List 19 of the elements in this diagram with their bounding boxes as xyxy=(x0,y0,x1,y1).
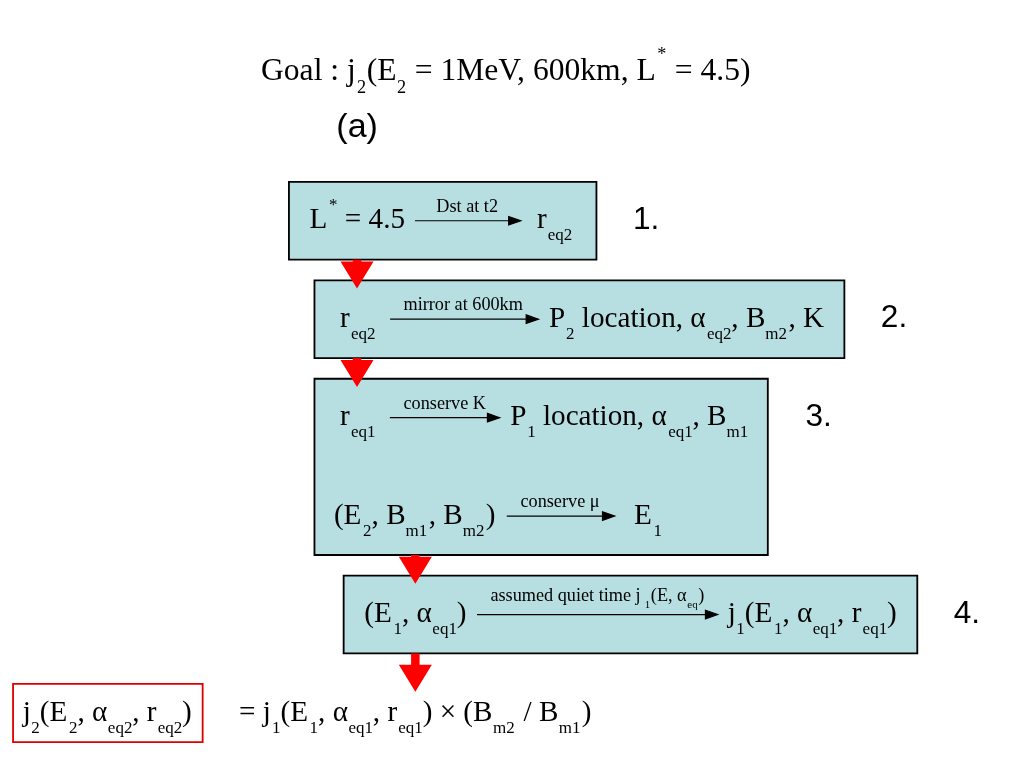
node-label: 4. xyxy=(953,593,981,630)
node-label: 3. xyxy=(805,396,832,433)
cluster xyxy=(288,180,598,261)
cluster xyxy=(313,377,769,556)
label: (a) xyxy=(336,105,378,144)
cluster xyxy=(313,278,846,359)
node-text: L* = 4.5 xyxy=(309,194,406,234)
arrow xyxy=(414,215,523,226)
node-label: 2. xyxy=(880,297,908,334)
arrow xyxy=(476,608,720,620)
arrow xyxy=(389,313,541,324)
node-label: 1. xyxy=(632,199,660,236)
edge-label: Dst at t2 xyxy=(436,195,499,216)
cluster xyxy=(342,574,919,654)
arrow xyxy=(389,412,502,423)
arrow xyxy=(506,510,617,521)
edge-label: conserve K xyxy=(403,392,486,413)
edge-label: conserve μ xyxy=(520,490,600,511)
edge-label: mirror at 600km xyxy=(403,293,523,314)
